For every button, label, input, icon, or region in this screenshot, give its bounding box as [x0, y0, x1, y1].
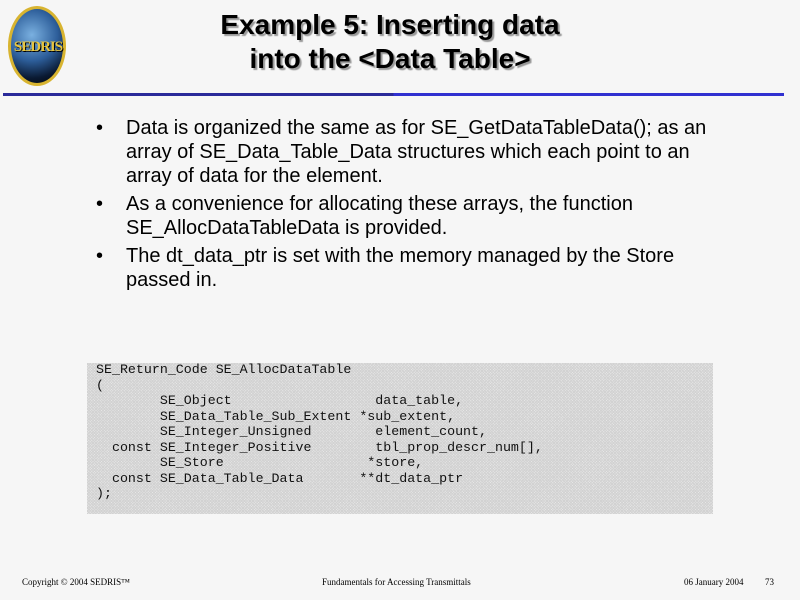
- bullet-item: • The dt_data_ptr is set with the memory …: [96, 244, 736, 292]
- code-text: SE_Return_Code SE_AllocDataTable ( SE_Ob…: [96, 362, 543, 501]
- bullet-icon: •: [96, 193, 104, 215]
- title-line-2: into the <Data Table>: [249, 43, 531, 74]
- bullet-list: • Data is organized the same as for SE_Ge…: [96, 116, 736, 296]
- bullet-item: • Data is organized the same as for SE_Ge…: [96, 116, 736, 188]
- bullet-item: • As a convenience for allocating these a…: [96, 192, 736, 240]
- title-line-1: Example 5: Inserting data: [220, 9, 560, 40]
- slide-title: Example 5: Inserting data into the <Data…: [140, 8, 640, 76]
- bullet-icon: •: [96, 117, 104, 139]
- footer-copyright: Copyright © 2004 SEDRIS™: [22, 577, 130, 587]
- footer-date: 06 January 2004: [684, 577, 744, 587]
- sedris-logo: SEDRIS: [8, 6, 66, 86]
- title-divider: [3, 93, 784, 96]
- code-block: SE_Return_Code SE_AllocDataTable ( SE_Ob…: [87, 362, 713, 514]
- footer-page-number: 73: [765, 577, 774, 587]
- bullet-text: The dt_data_ptr is set with the memory m…: [126, 245, 675, 291]
- bullet-text: As a convenience for allocating these ar…: [126, 193, 633, 239]
- footer-course: Fundamentals for Accessing Transmittals: [322, 577, 471, 587]
- logo-text: SEDRIS: [13, 39, 63, 55]
- bullet-text: Data is organized the same as for SE_Get…: [126, 117, 707, 187]
- bullet-icon: •: [96, 245, 104, 267]
